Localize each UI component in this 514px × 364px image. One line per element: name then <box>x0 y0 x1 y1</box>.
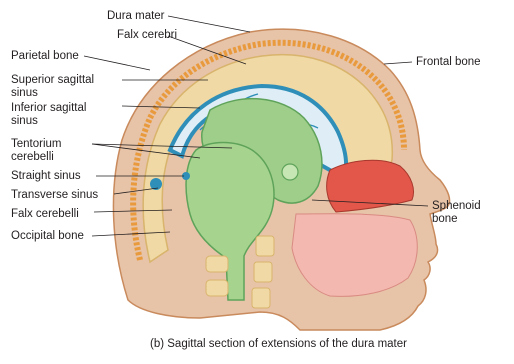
label-falx-cerebelli: Falx cerebelli <box>11 208 79 221</box>
label-inferior-sagittal-sinus-line1: Inferior sagittal <box>11 102 86 115</box>
label-occipital-bone: Occipital bone <box>11 230 84 243</box>
label-straight-sinus: Straight sinus <box>11 170 81 183</box>
label-inferior-sagittal-sinus-line2: sinus <box>11 115 38 128</box>
label-frontal-bone: Frontal bone <box>416 56 481 69</box>
label-falx-cerebri: Falx cerebri <box>117 29 177 42</box>
label-sphenoid-bone-line1: Sphenoid <box>432 200 481 213</box>
figure-caption: (b) Sagittal section of extensions of th… <box>150 338 407 350</box>
label-tentorium-cerebelli-line2: cerebelli <box>11 151 54 164</box>
pituitary-region <box>282 164 298 180</box>
label-transverse-sinus: Transverse sinus <box>11 189 98 202</box>
label-dura-mater: Dura mater <box>107 10 165 23</box>
label-tentorium-cerebelli-line1: Tentorium <box>11 138 62 151</box>
label-superior-sagittal-sinus-line1: Superior sagittal <box>11 74 94 87</box>
label-sphenoid-bone-line2: bone <box>432 213 458 226</box>
oral-cavity <box>292 214 417 297</box>
label-parietal-bone: Parietal bone <box>11 50 79 63</box>
label-superior-sagittal-sinus-line2: sinus <box>11 87 38 100</box>
